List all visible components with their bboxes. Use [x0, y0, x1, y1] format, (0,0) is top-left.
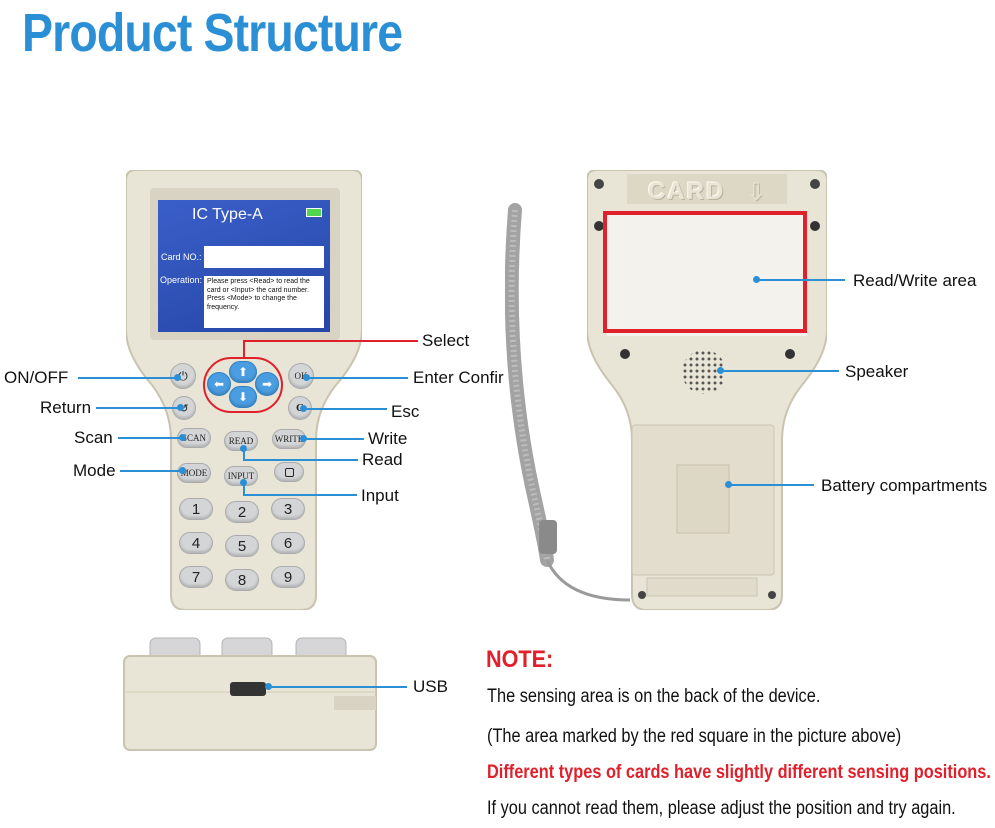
key-7[interactable]: 7	[179, 566, 213, 588]
key-9[interactable]: 9	[271, 566, 305, 588]
ok-button[interactable]: OK	[288, 363, 314, 389]
leader-scan	[118, 437, 180, 439]
square-button[interactable]	[274, 462, 304, 482]
operation-label: Operation:	[160, 275, 203, 285]
leader-dot-esc	[300, 405, 307, 412]
leader-enter	[306, 377, 408, 379]
key-6[interactable]: 6	[271, 532, 305, 554]
label-on-off: ON/OFF	[4, 368, 69, 387]
label-scan: Scan	[74, 428, 113, 447]
card-no-field	[204, 246, 324, 268]
key-3[interactable]: 3	[271, 498, 305, 520]
key-5[interactable]: 5	[225, 535, 259, 557]
leader-dot-speaker	[717, 367, 724, 374]
leader-dot-battery	[725, 481, 732, 488]
leader-select-h	[243, 340, 418, 342]
key-1[interactable]: 1	[179, 498, 213, 520]
arrow-left-icon: ⬅	[213, 376, 225, 391]
side-device-view	[123, 637, 377, 751]
arrow-down-emboss-icon: ⇩	[746, 179, 767, 206]
return-icon: ↺	[179, 402, 189, 415]
arrow-right-icon: ➡	[261, 376, 273, 391]
label-speaker: Speaker	[845, 362, 909, 381]
leader-battery	[729, 484, 814, 486]
key-4[interactable]: 4	[179, 532, 213, 554]
leader-read-h	[243, 459, 358, 461]
leader-write	[303, 438, 364, 440]
label-esc: Esc	[391, 402, 420, 421]
arrow-down-icon: ⬇	[237, 389, 249, 404]
label-read-write-area: Read/Write area	[853, 271, 977, 290]
leader-dot-read	[240, 445, 247, 452]
read-write-area-box	[603, 211, 807, 333]
label-battery-compartments: Battery compartments	[821, 476, 988, 495]
label-input: Input	[361, 486, 399, 505]
leader-read-v	[243, 448, 245, 460]
power-icon: ⏻	[178, 368, 188, 383]
scan-button[interactable]: SCAN	[177, 428, 211, 448]
leader-dot-on-off	[174, 374, 181, 381]
note-line-2: (The area marked by the red square in th…	[487, 726, 902, 747]
leader-dot-mode	[179, 467, 186, 474]
leader-speaker	[721, 370, 839, 372]
operation-box: Please press <Read> to read the card or …	[204, 276, 324, 328]
card-no-label: Card NO.:	[161, 252, 202, 262]
key-8[interactable]: 8	[225, 569, 259, 591]
leader-usb	[269, 686, 407, 688]
leader-dot-write	[300, 435, 307, 442]
leader-esc	[303, 408, 387, 410]
leader-dot-return	[177, 404, 184, 411]
label-usb: USB	[413, 677, 448, 696]
leader-rw	[757, 279, 845, 281]
leader-dot-usb	[265, 683, 272, 690]
operation-text: Please press <Read> to read the card or …	[207, 278, 310, 311]
up-button[interactable]: ⬆	[229, 361, 257, 383]
left-button[interactable]: ⬅	[207, 372, 231, 396]
device-screen: IC Type-A Card NO.: Operation: Please pr…	[158, 200, 330, 332]
wrist-strap	[505, 203, 631, 602]
note-line-3: Different types of cards have slightly d…	[487, 762, 991, 783]
label-enter-confirm: Enter Confir	[413, 368, 504, 387]
screen-header: IC Type-A	[192, 206, 263, 223]
leader-input-v	[243, 482, 245, 495]
leader-select-v	[243, 340, 245, 358]
battery-icon	[306, 208, 322, 217]
down-button[interactable]: ⬇	[229, 386, 257, 408]
label-read: Read	[362, 450, 403, 469]
leader-dot-rw	[753, 276, 760, 283]
label-select: Select	[422, 331, 470, 350]
page-title: Product Structure	[22, 3, 403, 63]
leader-on-off	[78, 377, 176, 379]
leader-input-h	[243, 494, 357, 496]
label-return: Return	[40, 398, 92, 417]
leader-dot-enter	[303, 374, 310, 381]
back-emboss-text: CARD	[648, 178, 726, 205]
note-title: NOTE:	[486, 646, 554, 673]
note-line-4: If you cannot read them, please adjust t…	[487, 798, 956, 819]
leader-mode	[120, 470, 180, 472]
leader-return	[96, 407, 178, 409]
key-2[interactable]: 2	[225, 501, 259, 523]
leader-dot-input	[240, 479, 247, 486]
note-line-1: The sensing area is on the back of the d…	[487, 686, 821, 707]
label-mode: Mode	[73, 461, 116, 480]
leader-dot-scan	[179, 434, 186, 441]
label-write: Write	[368, 429, 408, 448]
square-icon	[284, 467, 294, 477]
right-button[interactable]: ➡	[255, 372, 279, 396]
arrow-up-icon: ⬆	[237, 364, 249, 379]
